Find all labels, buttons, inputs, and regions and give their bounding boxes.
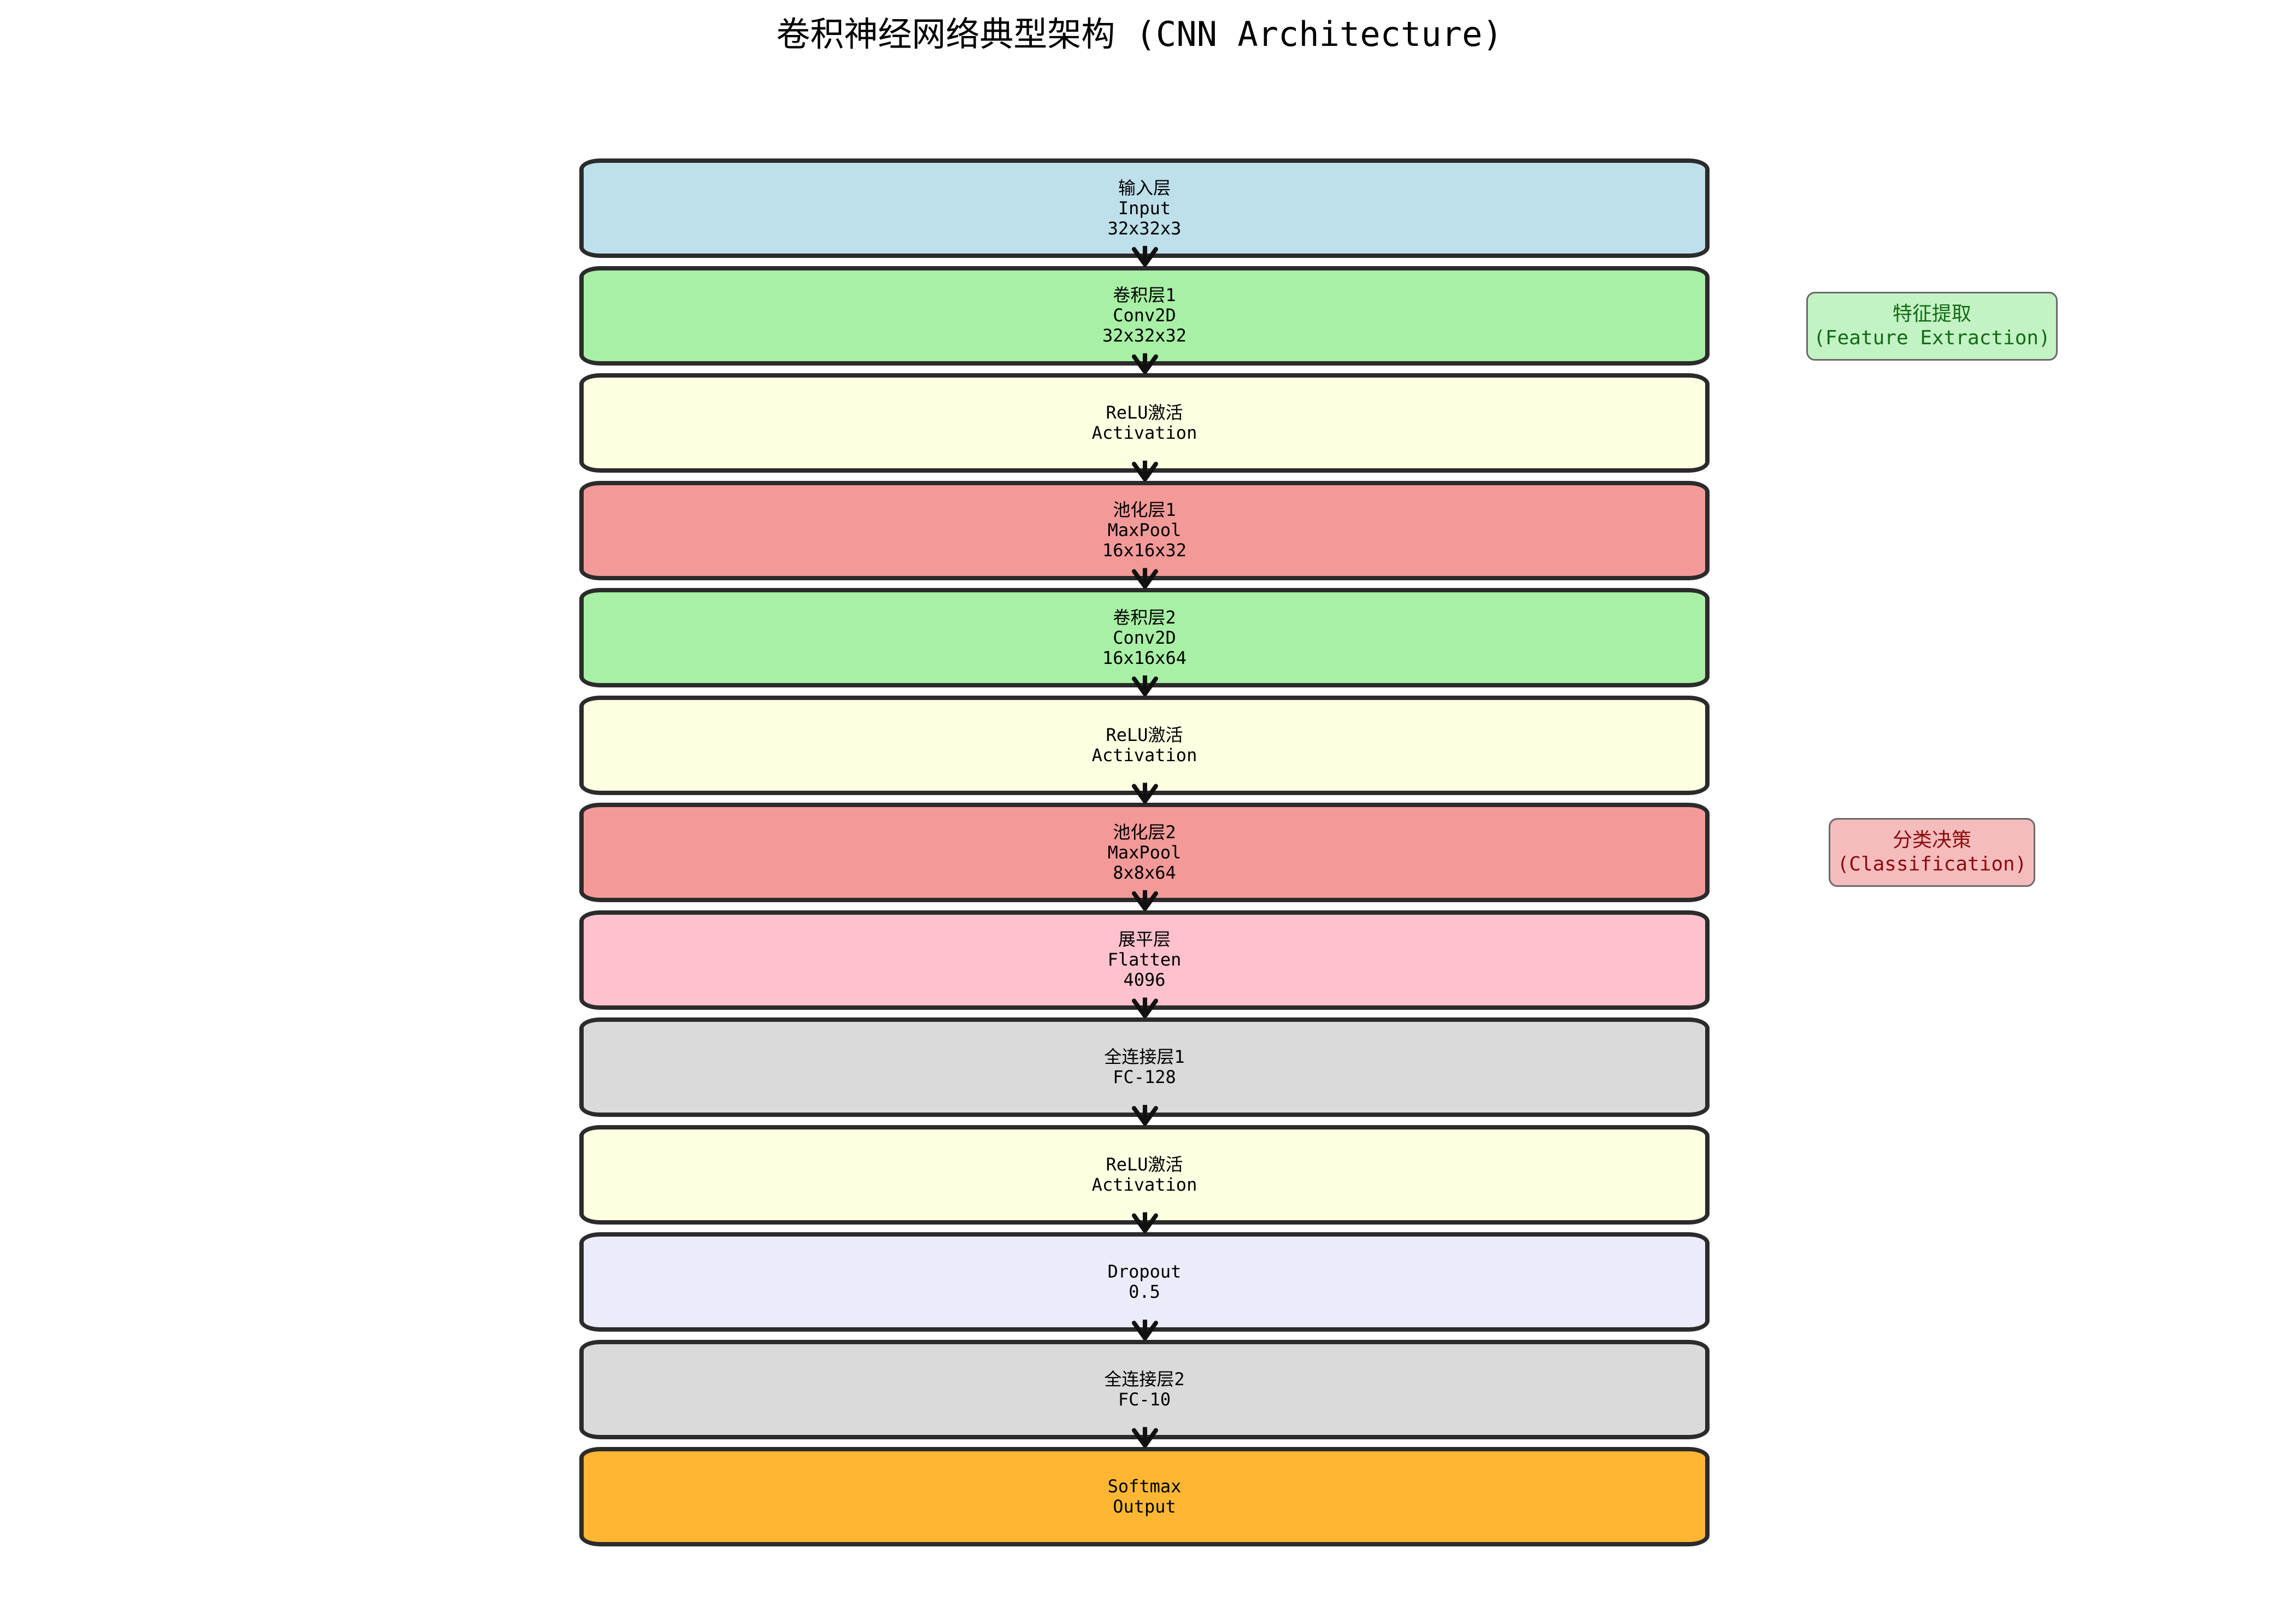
layer-label-line: 32x32x32 [1102, 325, 1187, 346]
layer-label-line: 卷积层1 [1113, 285, 1176, 305]
layer-label-line: Conv2D [1113, 305, 1176, 326]
layer-label-line: 4096 [1123, 969, 1166, 990]
classification-box: 分类决策 (Classification) [1829, 818, 2035, 887]
layer-label-line: Activation [1091, 1174, 1197, 1195]
layer-label-line: Conv2D [1113, 627, 1176, 648]
layer-label-line: MaxPool [1107, 842, 1182, 863]
layer-label-line: 16x16x32 [1102, 540, 1187, 561]
layer-label-line: FC-10 [1118, 1388, 1171, 1410]
layer-label-line: 8x8x64 [1113, 862, 1176, 883]
layer-label-line: 32x32x3 [1107, 217, 1182, 239]
layer-label-line: 16x16x64 [1102, 647, 1187, 668]
layer-label-line: 全连接层2 [1104, 1368, 1185, 1390]
layer-label-line: ReLU激活 [1106, 1154, 1183, 1175]
layer-label-line: 池化层2 [1113, 821, 1176, 843]
layer-label-line: Softmax [1107, 1476, 1182, 1497]
layer-label-line: Input [1118, 197, 1171, 219]
feature-extraction-title: 特征提取 [1892, 303, 1971, 325]
classification-title: 分类决策 [1892, 829, 1971, 851]
layer-label-line: 0.5 [1129, 1281, 1160, 1302]
layer-label-line: ReLU激活 [1106, 724, 1183, 745]
layer-label-line: Flatten [1107, 949, 1182, 970]
diagram-title: 卷积神经网络典型架构 (CNN Architecture) [776, 14, 1503, 54]
layer-label-line: 展平层 [1118, 929, 1171, 950]
layer-label-line: Activation [1091, 744, 1197, 766]
layer-label-line: 全连接层1 [1104, 1046, 1185, 1067]
layer-label-line: ReLU激活 [1106, 402, 1183, 423]
layer-label-line: Dropout [1107, 1261, 1182, 1282]
layer-label-line: 输入层 [1118, 177, 1171, 198]
layer-label-line: 池化层1 [1113, 499, 1176, 520]
feature-extraction-subtitle: (Feature Extraction) [1813, 327, 2051, 349]
layer-label-line: FC-128 [1113, 1067, 1176, 1087]
classification-label: 分类决策 (Classification) [1837, 828, 2027, 876]
layer-label-line: Output [1113, 1496, 1176, 1517]
feature-extraction-box: 特征提取 (Feature Extraction) [1806, 292, 2058, 361]
classification-subtitle: (Classification) [1837, 853, 2027, 875]
layer-label-line: 卷积层2 [1113, 607, 1176, 628]
feature-extraction-label: 特征提取 (Feature Extraction) [1813, 302, 2050, 350]
layer-label-line: Activation [1091, 422, 1197, 443]
layer-label-line: MaxPool [1107, 520, 1182, 540]
